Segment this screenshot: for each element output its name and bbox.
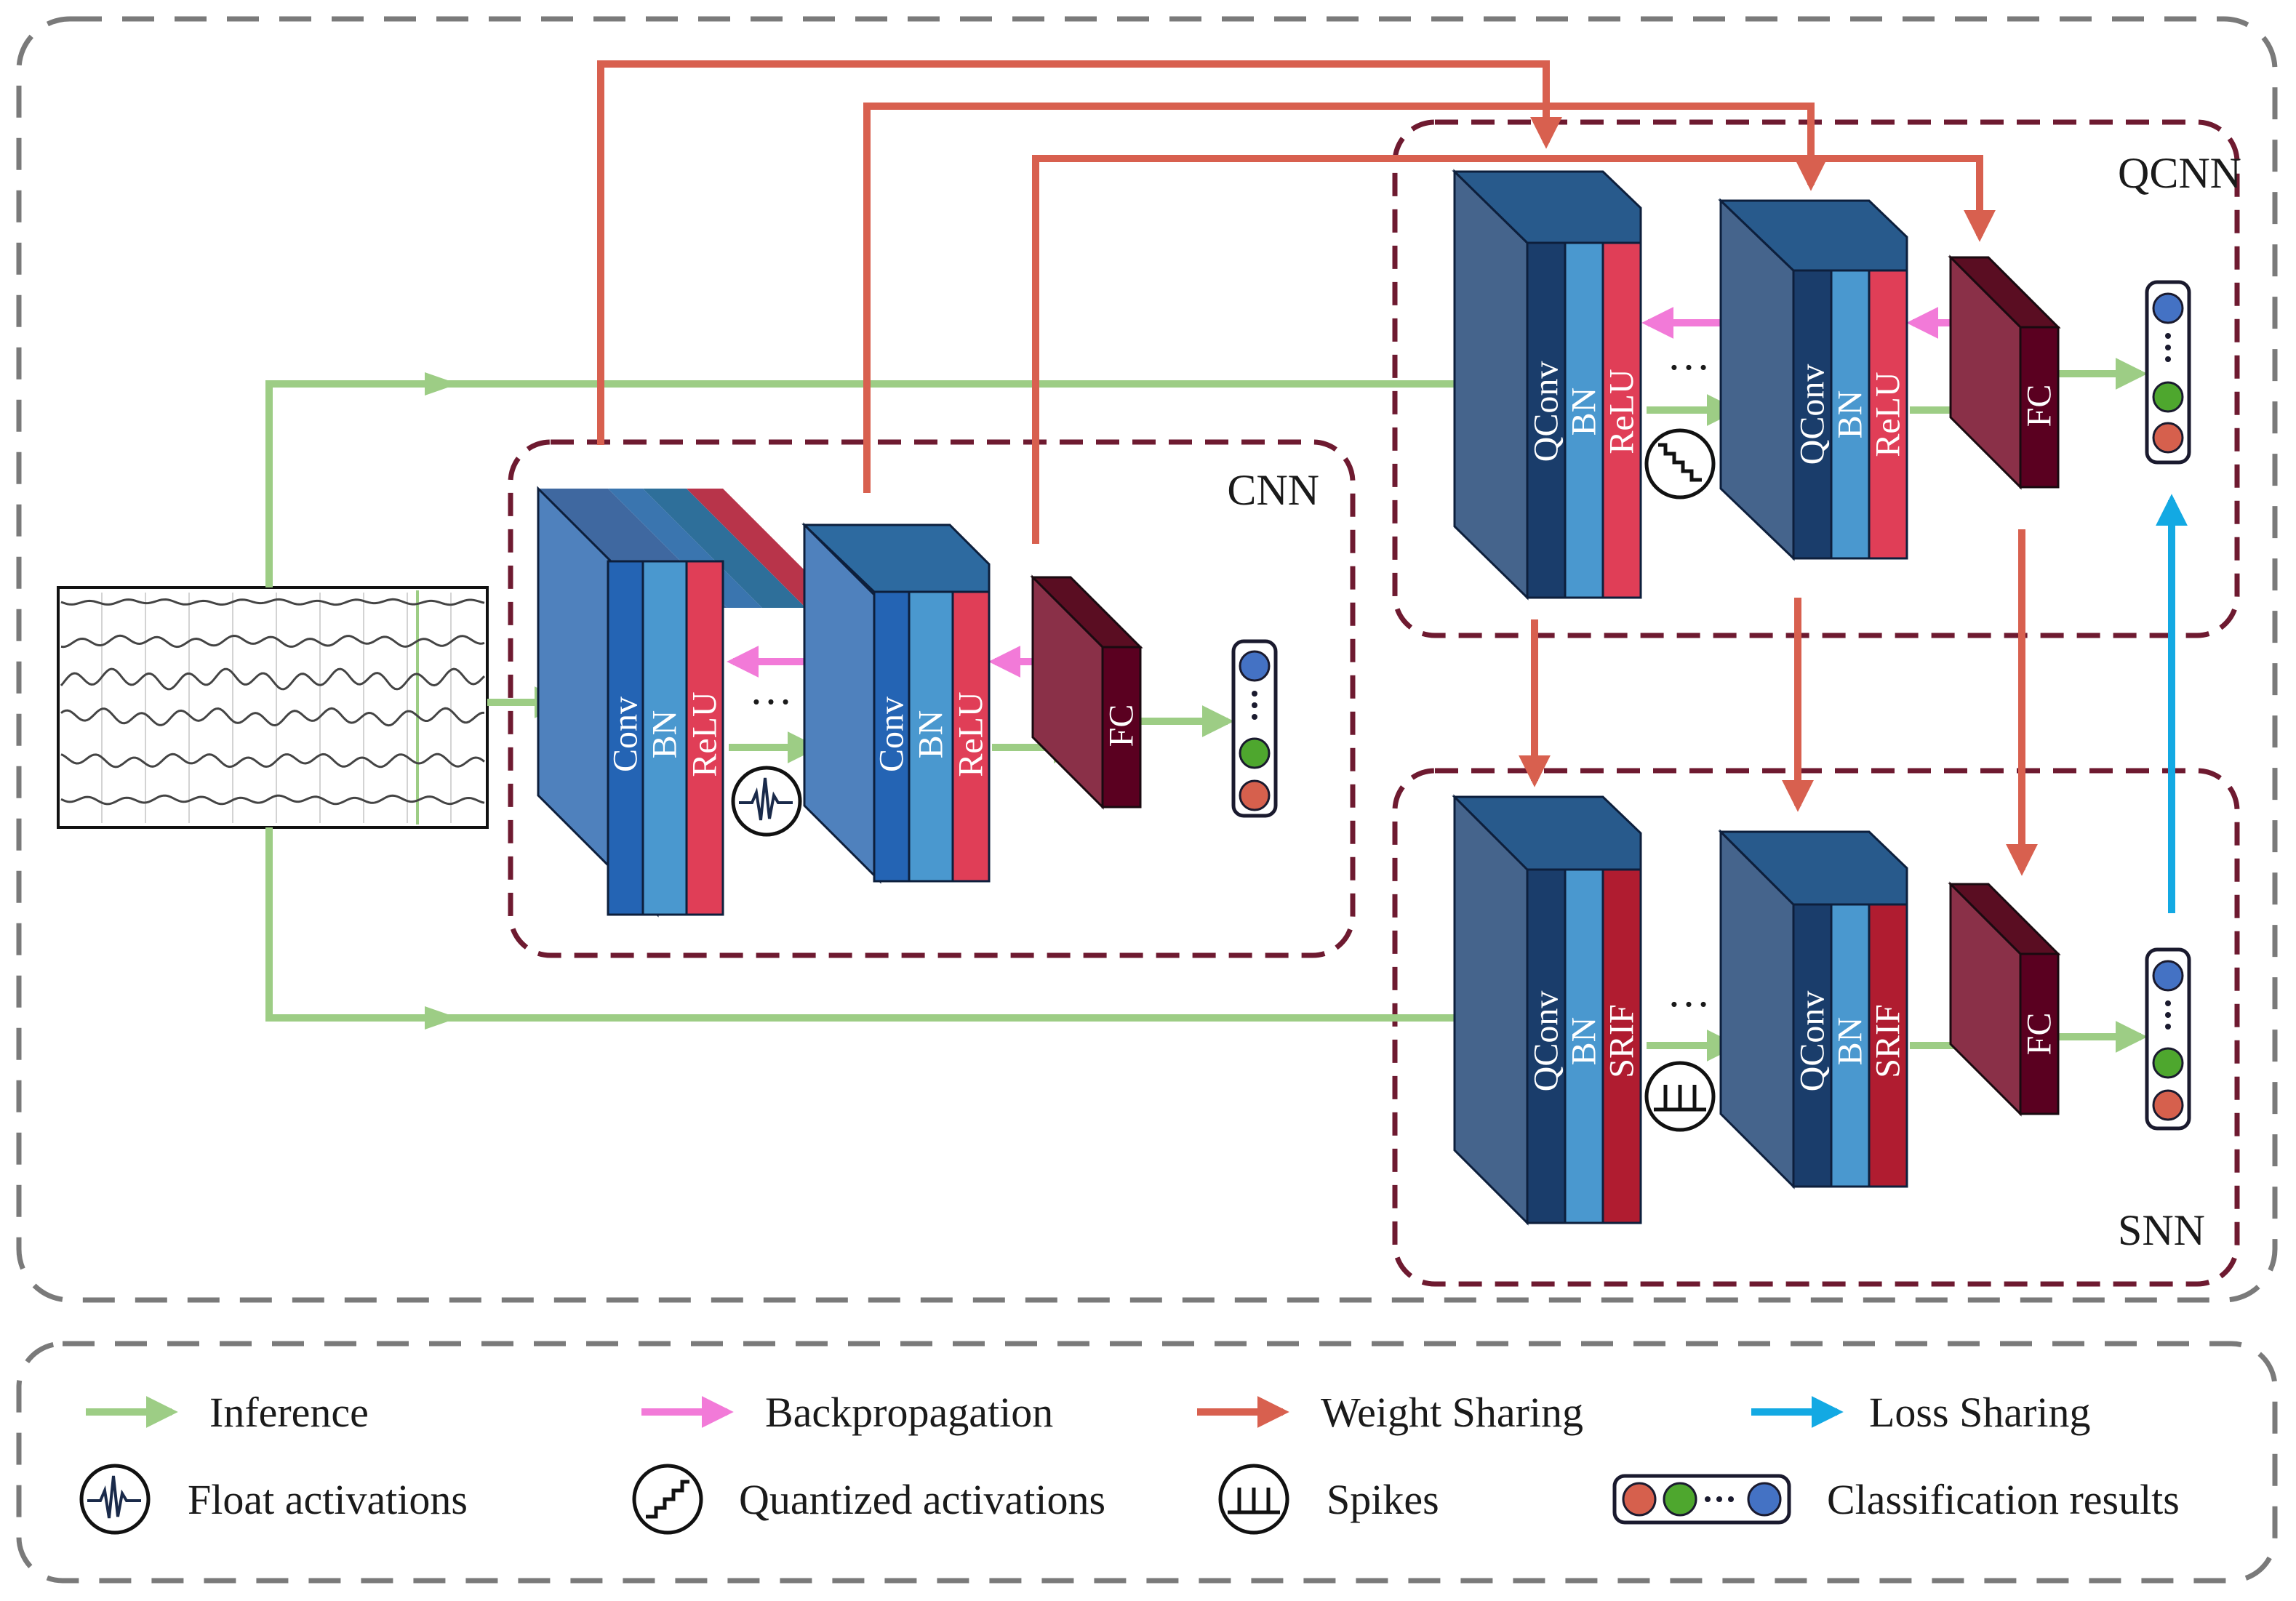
cnn-title: CNN: [1227, 466, 1319, 514]
result-circle-red: [1239, 779, 1271, 811]
legend-float-activations-label: Float activations: [188, 1476, 468, 1523]
legend-inference-label: Inference: [209, 1389, 369, 1436]
result-circle-blue: [2152, 960, 2184, 992]
legend-loss-sharing-label: Loss Sharing: [1869, 1389, 2091, 1436]
qcnn-bn-label: BN: [1565, 388, 1604, 436]
result-circle-blue: [2152, 292, 2184, 324]
result-circle-red: [2152, 1089, 2184, 1121]
qcnn-title: QCNN: [2118, 149, 2241, 197]
cnn-conv-block-1: Conv BN ReLU: [537, 486, 842, 918]
qcnn-conv-block-1: QConv BN ReLU: [1452, 169, 1642, 601]
main-panel-frame: [16, 16, 2278, 1303]
qcnn-relu-label-2: ReLU: [1869, 372, 1908, 457]
cnn-fc-label: FC: [1103, 705, 1141, 747]
cnn-ellipsis: …: [749, 665, 793, 713]
weight-sharing-arrows: [597, 60, 2039, 876]
cnn-fc-layer: FC: [1030, 574, 1143, 810]
legend-classification-results-icon: [1612, 1474, 1791, 1525]
snn-srif-label: SRIF: [1603, 1004, 1641, 1078]
legend-panel-frame: [16, 1341, 2278, 1584]
legend-float-activations-icon: [79, 1464, 151, 1535]
cnn-conv-label: Conv: [607, 697, 645, 772]
weight-share-cnn-fc-to-qcnn: [1032, 155, 1996, 544]
legend-weight-sharing-label: Weight Sharing: [1321, 1389, 1583, 1436]
cnn-conv-label-2: Conv: [873, 697, 911, 772]
inference-arrows: [265, 357, 2148, 1062]
qcnn-fc-label: FC: [2020, 385, 2059, 428]
qcnn-output: [2145, 280, 2191, 465]
qcnn-ellipsis: …: [1667, 331, 1711, 379]
spikes-icon: [1644, 1061, 1716, 1132]
qcnn-fc-layer: FC: [1948, 254, 2061, 490]
quantized-activation-icon: [1644, 428, 1716, 499]
eeg-trace: [60, 598, 485, 606]
snn-bn-label-2: BN: [1831, 1017, 1870, 1066]
weight-share-cnn-conv1-to-qcnn: [597, 60, 1563, 445]
legend-spikes-label: Spikes: [1327, 1476, 1439, 1523]
qcnn-relu-label: ReLU: [1603, 369, 1641, 454]
snn-conv-block-2: QConv BN SRIF: [1718, 829, 1908, 1189]
snn-qconv-label: QConv: [1527, 991, 1566, 1092]
cnn-bn-label: BN: [646, 710, 684, 759]
snn-fc-layer: FC: [1948, 881, 2061, 1117]
legend-spikes-icon: [1218, 1464, 1289, 1535]
qcnn-bn-label-2: BN: [1831, 390, 1870, 439]
qcnn-qconv-label-2: QConv: [1793, 364, 1832, 465]
qcnn-conv-block-2: QConv BN ReLU: [1718, 198, 1908, 561]
eeg-trace: [60, 707, 484, 727]
snn-title: SNN: [2118, 1206, 2205, 1254]
snn-fc-label: FC: [2020, 1013, 2059, 1056]
eeg-trace: [60, 794, 485, 806]
cnn-output: [1231, 639, 1278, 818]
result-circle-green: [1663, 1482, 1697, 1517]
legend-classification-results-label: Classification results: [1827, 1476, 2180, 1523]
eeg-trace: [60, 753, 485, 769]
cnn-relu-label-2: ReLU: [952, 691, 991, 777]
legend-quantized-activations-icon: [632, 1464, 703, 1535]
snn-ellipsis: …: [1667, 968, 1711, 1016]
result-circle-blue: [1747, 1482, 1782, 1517]
inference-path-to-snn: [265, 827, 1491, 1022]
inference-path-to-qcnn: [265, 380, 1491, 587]
cnn-layer-labels-1: Conv BN ReLU: [607, 691, 724, 777]
snn-qconv-label-2: QConv: [1793, 991, 1832, 1092]
snn-block-frame: [1392, 768, 2240, 1287]
snn-conv-block-1: QConv BN SRIF: [1452, 794, 1642, 1226]
inference-arrowheads: [425, 372, 458, 1030]
cnn-bn-label-2: BN: [912, 710, 951, 759]
snn-srif-label-2: SRIF: [1869, 1004, 1908, 1078]
eeg-trace: [60, 667, 486, 691]
legend-quantized-activations-label: Quantized activations: [739, 1476, 1105, 1523]
result-circle-green: [1239, 737, 1271, 769]
result-circle-red: [2152, 422, 2184, 454]
eeg-signal-input: [57, 586, 489, 829]
snn-output: [2145, 947, 2191, 1131]
result-circle-red: [1622, 1482, 1657, 1517]
qcnn-qconv-label: QConv: [1527, 361, 1566, 462]
eeg-trace: [60, 634, 485, 649]
result-circle-blue: [1239, 650, 1271, 682]
result-circle-green: [2152, 381, 2184, 413]
legend-backprop-label: Backpropagation: [765, 1389, 1053, 1436]
cnn-relu-label: ReLU: [686, 691, 724, 777]
cnn-conv-block-2: Conv BN ReLU: [801, 522, 991, 884]
result-circle-green: [2152, 1047, 2184, 1079]
weight-share-cnn-conv2-to-qcnn: [863, 103, 1828, 493]
float-activation-icon: [731, 766, 802, 837]
cnn-block-frame: [508, 439, 1356, 958]
snn-bn-label: BN: [1565, 1017, 1604, 1066]
qcnn-block-frame: [1392, 119, 2240, 638]
